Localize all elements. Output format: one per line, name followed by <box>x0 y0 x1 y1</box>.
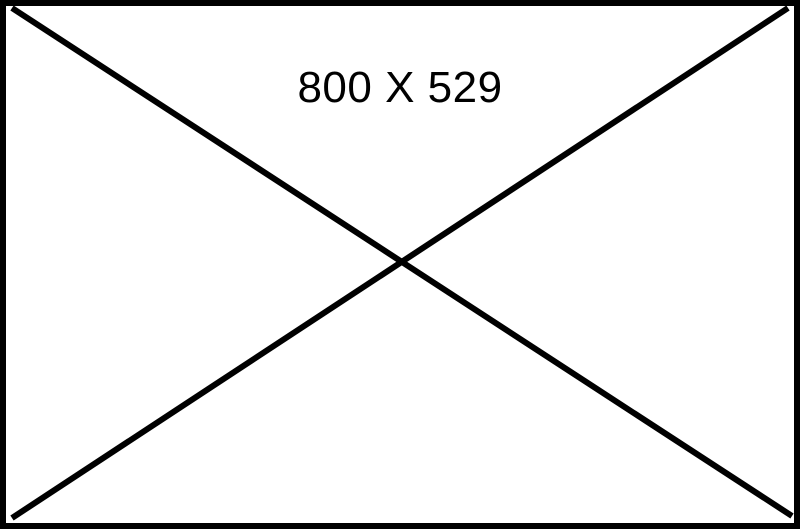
diagonal-line-top-right-to-bottom-left <box>10 5 790 521</box>
dimension-label: 800 X 529 <box>297 63 503 112</box>
